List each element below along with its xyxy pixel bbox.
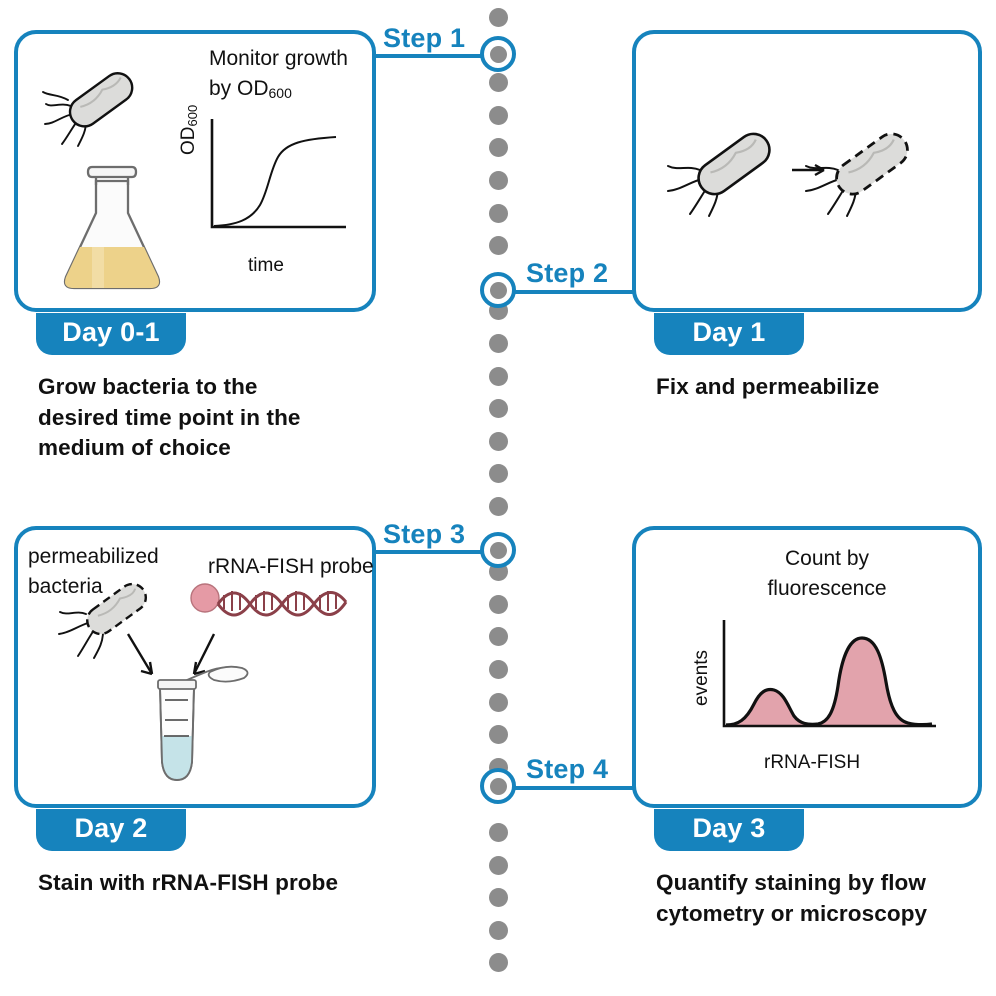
panel-1-title-text: Monitor growth by OD — [209, 47, 348, 100]
connector-step-3 — [376, 550, 486, 554]
rrna-fish-probe-label: rRNA-FISH probe — [208, 552, 388, 582]
arrow-down-icon-right — [186, 630, 228, 685]
timeline-dot — [489, 660, 508, 679]
timeline-dot — [489, 627, 508, 647]
growth-curve-chart — [196, 115, 356, 255]
step-label-1: Step 1 — [383, 23, 466, 53]
timeline-dot — [489, 692, 508, 712]
timeline-node-step-4[interactable] — [480, 768, 516, 804]
caption-step-3: Stain with rRNA-FISH probe — [38, 870, 339, 895]
timeline-dot — [489, 105, 508, 125]
caption-step-1: Grow bacteria to the desired time point … — [38, 374, 301, 461]
timeline-dot — [489, 399, 508, 419]
timeline-dot — [489, 855, 508, 875]
timeline-dot — [489, 334, 508, 353]
permeabilized-bacteria-label: permeabilized bacteria — [28, 542, 163, 602]
rrna-fish-probe-label-text: rRNA-FISH probe — [208, 555, 374, 578]
caption-step-2: Fix and permeabilize — [656, 374, 880, 399]
timeline-node-step-2[interactable] — [480, 272, 516, 308]
connector-step-1 — [376, 54, 486, 58]
erlenmeyer-flask-icon — [52, 155, 172, 295]
day-badge-4: Day 3 — [654, 809, 804, 851]
timeline-node-step-3[interactable] — [480, 532, 516, 568]
caption-step-4: Quantify staining by flow cytometry or m… — [656, 870, 928, 926]
timeline-dot — [489, 73, 508, 93]
od-subscript: 600 — [268, 84, 292, 101]
timeline-dot — [489, 464, 508, 484]
flagellated-bacterium-icon-1 — [38, 58, 158, 153]
step-panel-4 — [632, 526, 982, 808]
panel-1-title: Monitor growth by OD600 — [209, 44, 374, 104]
step-label-2: Step 2 — [526, 258, 609, 288]
histogram-ylabel: events — [691, 650, 712, 706]
timeline-dot — [489, 594, 508, 614]
step-label-3: Step 3 — [383, 519, 466, 549]
permeabilized-bacteria-label-text: permeabilized bacteria — [28, 545, 159, 598]
timeline-dot — [489, 725, 508, 745]
growth-curve-xlabel: time — [248, 255, 284, 276]
panel-4-title: Count by fluorescence — [767, 547, 887, 600]
timeline-node-step-1[interactable] — [480, 36, 516, 72]
rrna-fish-probe-icon — [190, 578, 355, 620]
microcentrifuge-tube-icon — [148, 662, 258, 790]
timeline-dot — [489, 497, 508, 516]
timeline-dot — [489, 236, 508, 256]
timeline-dot — [489, 823, 508, 842]
timeline-dot — [489, 171, 508, 190]
connector-step-2 — [510, 290, 634, 294]
timeline-dot — [489, 138, 508, 158]
arrow-down-icon-left — [122, 630, 164, 685]
timeline-dot — [489, 920, 508, 940]
flagellated-bacterium-icon-2 — [662, 118, 797, 228]
growth-curve-ylabel: OD600 — [178, 104, 200, 155]
day-badge-1: Day 0-1 — [36, 313, 186, 355]
permeabilized-bacterium-icon-2 — [800, 118, 940, 228]
permeabilized-bacterium-icon-3 — [56, 570, 166, 665]
timeline-dot — [489, 888, 508, 908]
day-badge-2: Day 1 — [654, 313, 804, 355]
day-badge-3: Day 2 — [36, 809, 186, 851]
timeline-dot — [489, 8, 508, 27]
timeline-dot — [489, 953, 508, 973]
flow-cytometry-histogram — [700, 616, 950, 756]
connector-step-4 — [510, 786, 634, 790]
timeline-dot — [489, 366, 508, 386]
step-panel-1 — [14, 30, 376, 312]
step-label-4: Step 4 — [526, 754, 609, 784]
timeline-dot — [489, 431, 508, 451]
timeline-dot — [489, 203, 508, 223]
histogram-xlabel: rRNA-FISH — [764, 752, 861, 773]
